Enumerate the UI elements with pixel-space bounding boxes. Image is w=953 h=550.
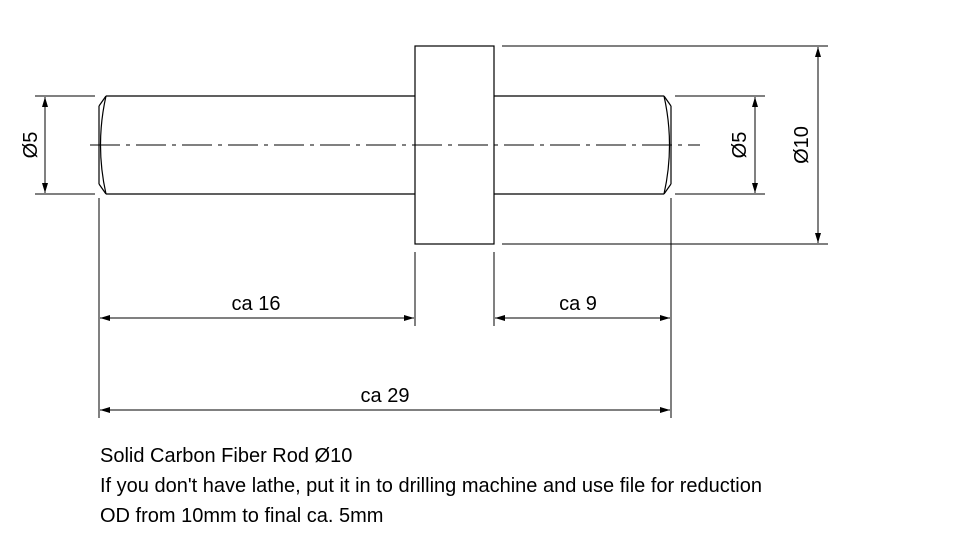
total-length-label: ca 29 <box>361 385 410 407</box>
note-title: Solid Carbon Fiber Rod Ø10 <box>100 445 353 467</box>
right-diameter-label: Ø5 <box>729 132 751 159</box>
note-instruction: If you don't have lathe, put it in to dr… <box>100 475 762 497</box>
notes-block: Solid Carbon Fiber Rod Ø10 If you don't … <box>100 441 762 531</box>
extension-lines <box>35 45 828 418</box>
collar-diameter-label: Ø10 <box>791 126 813 164</box>
left-diameter-label: Ø5 <box>20 132 42 159</box>
left-length-label: ca 16 <box>232 293 281 315</box>
right-length-label: ca 9 <box>559 293 597 315</box>
note-instruction-continued: OD from 10mm to final ca. 5mm <box>100 505 384 527</box>
